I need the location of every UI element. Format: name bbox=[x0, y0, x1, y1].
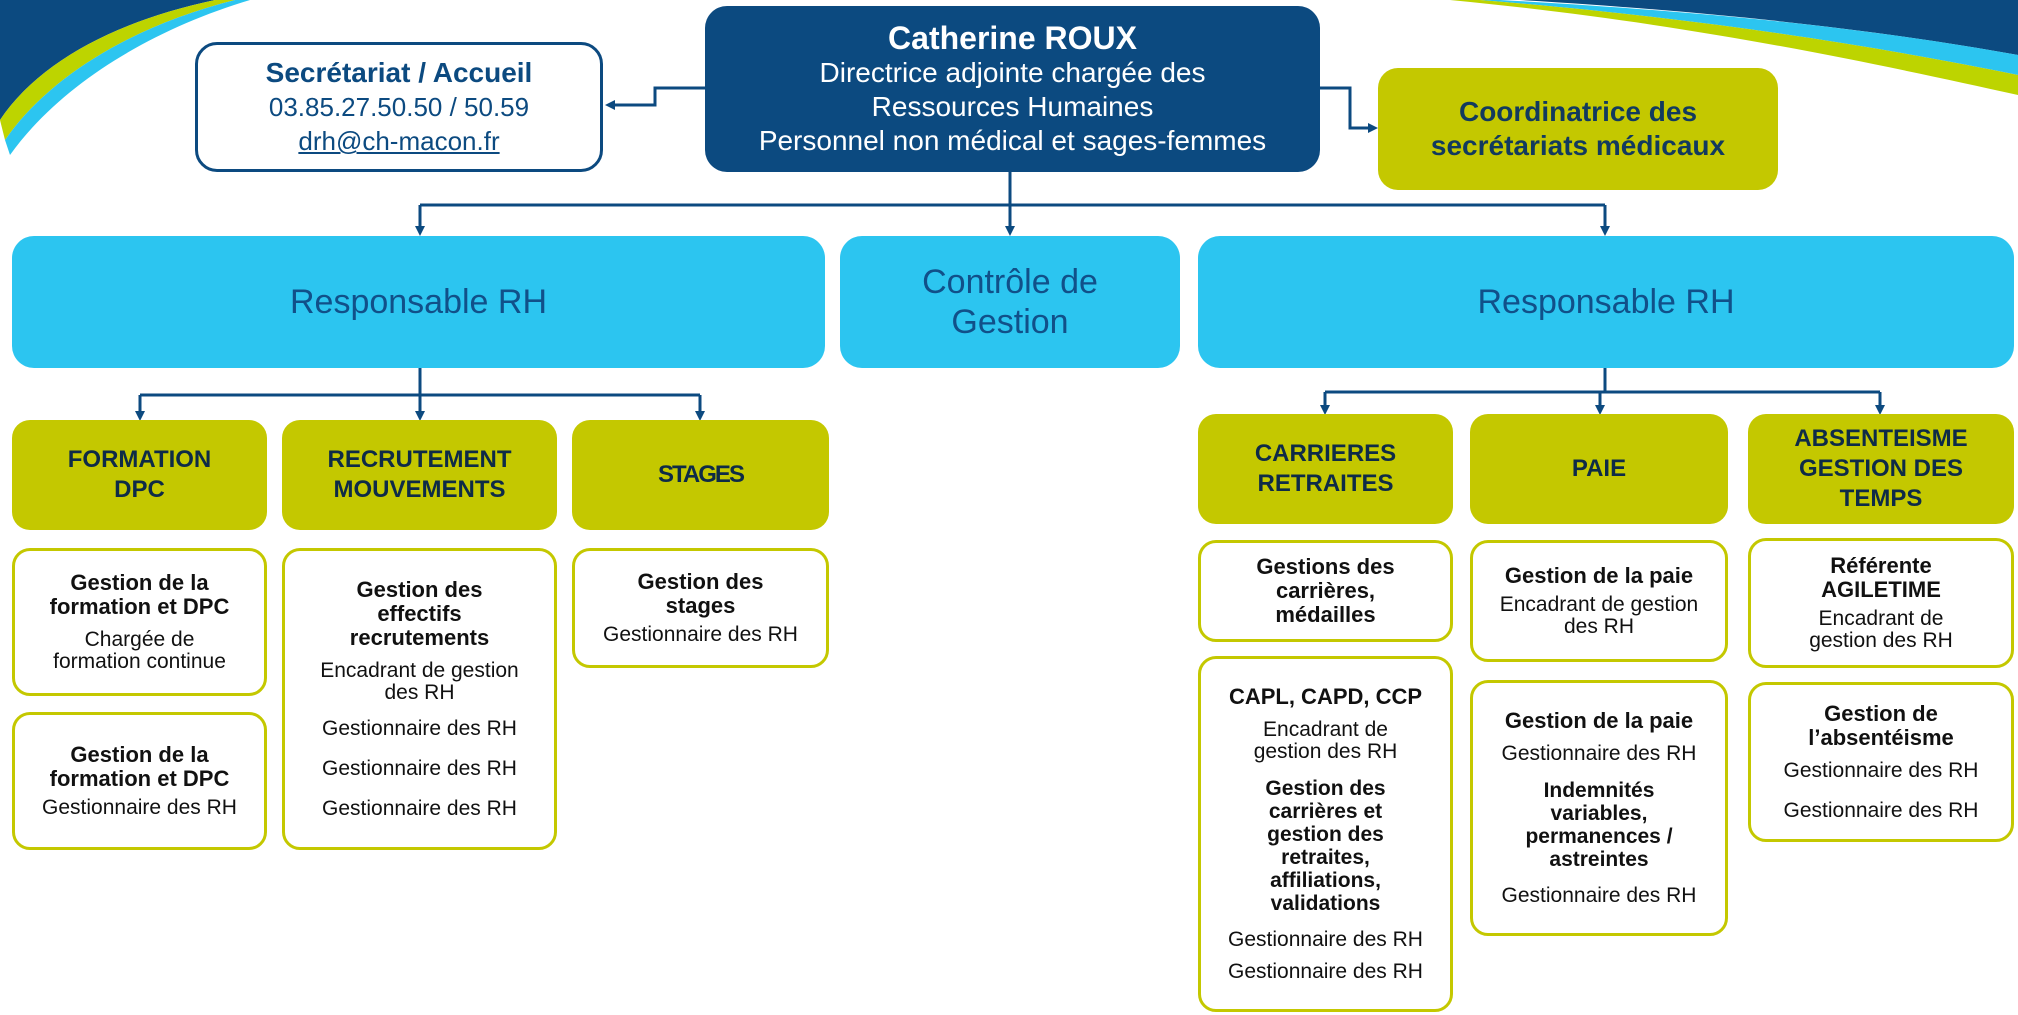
manager-box-right: Responsable RH bbox=[1198, 236, 2014, 368]
category-absenteisme: ABSENTEISME GESTION DES TEMPS bbox=[1748, 414, 2014, 524]
card-role: Gestionnaire des RH bbox=[42, 796, 237, 819]
card-title: Gestion de la bbox=[70, 570, 209, 595]
card-recrutement: Gestion des effectifs recrutements Encad… bbox=[282, 548, 557, 850]
card-absenteisme-1: Référente AGILETIME Encadrant de gestion… bbox=[1748, 538, 2014, 668]
category-label: TEMPS bbox=[1839, 485, 1923, 512]
category-paie: PAIE bbox=[1470, 414, 1728, 524]
card-role: Gestionnaire des RH bbox=[1501, 884, 1697, 907]
coordinator-box: Coordinatrice des secrétariats médicaux bbox=[1378, 68, 1778, 190]
card-title: permanences / bbox=[1525, 825, 1673, 848]
card-absenteisme-2: Gestion de l’absentéisme Gestionnaire de… bbox=[1748, 682, 2014, 842]
card-role: Gestionnaire des RH bbox=[1228, 960, 1423, 983]
card-title: stages bbox=[665, 593, 736, 618]
card-role: formation continue bbox=[53, 650, 226, 673]
card-role: des RH bbox=[1563, 615, 1635, 638]
card-title: affiliations, bbox=[1270, 869, 1381, 892]
category-stages: STAGES bbox=[572, 420, 829, 530]
card-title: Gestion des bbox=[356, 577, 483, 602]
card-role: Encadrant de gestion bbox=[1499, 593, 1699, 616]
manager-label: Responsable RH bbox=[289, 283, 548, 321]
category-label: PAIE bbox=[1571, 455, 1627, 482]
category-label: GESTION DES bbox=[1798, 455, 1964, 482]
coordinator-line: secrétariats médicaux bbox=[1430, 130, 1726, 161]
manager-box-left: Responsable RH bbox=[12, 236, 825, 368]
card-role: Gestionnaire des RH bbox=[322, 757, 517, 780]
card-title: carrières et bbox=[1268, 800, 1383, 823]
secretariat-title: Secrétariat / Accueil bbox=[265, 57, 533, 88]
card-role: Gestionnaire des RH bbox=[1783, 799, 1979, 822]
coordinator-line: Coordinatrice des bbox=[1458, 96, 1698, 127]
card-formation-1: Gestion de la formation et DPC Chargée d… bbox=[12, 548, 267, 696]
card-role: Gestionnaire des RH bbox=[1501, 742, 1697, 765]
secretariat-box: Secrétariat / Accueil 03.85.27.50.50 / 5… bbox=[195, 42, 603, 172]
secretariat-phone: 03.85.27.50.50 / 50.59 bbox=[268, 92, 530, 122]
card-title: formation et DPC bbox=[49, 766, 230, 791]
card-title: AGILETIME bbox=[1821, 577, 1941, 602]
category-carrieres: CARRIERES RETRAITES bbox=[1198, 414, 1453, 524]
category-label: RETRAITES bbox=[1257, 470, 1394, 497]
card-title: variables, bbox=[1550, 802, 1648, 825]
category-label: RECRUTEMENT bbox=[327, 446, 512, 473]
card-title: CAPL, CAPD, CCP bbox=[1228, 684, 1423, 709]
card-title: Gestion des bbox=[1265, 777, 1386, 800]
category-label: DPC bbox=[114, 476, 165, 503]
category-label: CARRIERES bbox=[1254, 440, 1397, 467]
card-title: Gestion de la paie bbox=[1504, 563, 1694, 588]
card-role: Encadrant de gestion bbox=[320, 659, 519, 682]
director-box: Catherine ROUX Directrice adjointe charg… bbox=[705, 6, 1320, 172]
card-carrieres-1: Gestions des carrières, médailles bbox=[1198, 540, 1453, 642]
card-role: Gestionnaire des RH bbox=[322, 797, 517, 820]
card-title: Gestion de la paie bbox=[1504, 708, 1694, 733]
card-stages: Gestion des stages Gestionnaire des RH bbox=[572, 548, 829, 668]
card-title: gestion des bbox=[1267, 823, 1384, 846]
card-title: carrières, bbox=[1275, 578, 1376, 603]
card-formation-2: Gestion de la formation et DPC Gestionna… bbox=[12, 712, 267, 850]
card-title: formation et DPC bbox=[49, 594, 230, 619]
card-role: gestion des RH bbox=[1809, 629, 1953, 652]
director-name: Catherine ROUX bbox=[888, 20, 1137, 56]
card-title: l’absentéisme bbox=[1808, 725, 1954, 750]
card-title: astreintes bbox=[1549, 848, 1649, 871]
secretariat-email-link[interactable]: drh@ch-macon.fr bbox=[298, 126, 500, 156]
card-role: Encadrant de bbox=[1263, 718, 1388, 741]
card-role: Gestionnaire des RH bbox=[1228, 928, 1423, 951]
card-carrieres-2: CAPL, CAPD, CCP Encadrant de gestion des… bbox=[1198, 656, 1453, 1012]
card-title: Gestion de la bbox=[70, 742, 209, 767]
card-role: des RH bbox=[384, 681, 455, 704]
card-role: Gestionnaire des RH bbox=[322, 717, 517, 740]
card-title: effectifs bbox=[377, 601, 462, 626]
card-title: Référente bbox=[1830, 553, 1932, 578]
card-title: Gestions des bbox=[1256, 554, 1395, 579]
card-role: Gestionnaire des RH bbox=[1783, 759, 1979, 782]
director-title-line: Ressources Humaines bbox=[871, 91, 1154, 122]
director-title-line: Directrice adjointe chargée des bbox=[819, 57, 1206, 88]
manager-label: Responsable RH bbox=[1477, 283, 1735, 321]
card-role: Chargée de bbox=[84, 628, 195, 651]
card-title: Gestion des bbox=[637, 569, 764, 594]
category-recrutement: RECRUTEMENT MOUVEMENTS bbox=[282, 420, 557, 530]
category-label: STAGES bbox=[658, 461, 745, 488]
control-box: Contrôle de Gestion bbox=[840, 236, 1180, 368]
card-title: Gestion de bbox=[1824, 701, 1938, 726]
card-paie-1: Gestion de la paie Encadrant de gestion … bbox=[1470, 540, 1728, 662]
director-title-line: Personnel non médical et sages-femmes bbox=[758, 125, 1267, 156]
card-title: Indemnités bbox=[1543, 779, 1655, 802]
card-title: médailles bbox=[1275, 602, 1376, 627]
category-label: FORMATION bbox=[67, 446, 212, 473]
card-paie-2: Gestion de la paie Gestionnaire des RH I… bbox=[1470, 680, 1728, 936]
card-title: recrutements bbox=[349, 625, 490, 650]
control-label: Gestion bbox=[951, 303, 1069, 341]
card-role: Gestionnaire des RH bbox=[603, 623, 798, 646]
card-title: retraites, bbox=[1281, 846, 1370, 869]
category-label: ABSENTEISME bbox=[1794, 425, 1968, 452]
control-label: Contrôle de bbox=[922, 263, 1098, 301]
category-label: MOUVEMENTS bbox=[333, 476, 506, 503]
category-formation: FORMATION DPC bbox=[12, 420, 267, 530]
card-role: Encadrant de bbox=[1818, 607, 1944, 630]
card-role: gestion des RH bbox=[1253, 740, 1398, 763]
card-title: validations bbox=[1270, 892, 1381, 915]
